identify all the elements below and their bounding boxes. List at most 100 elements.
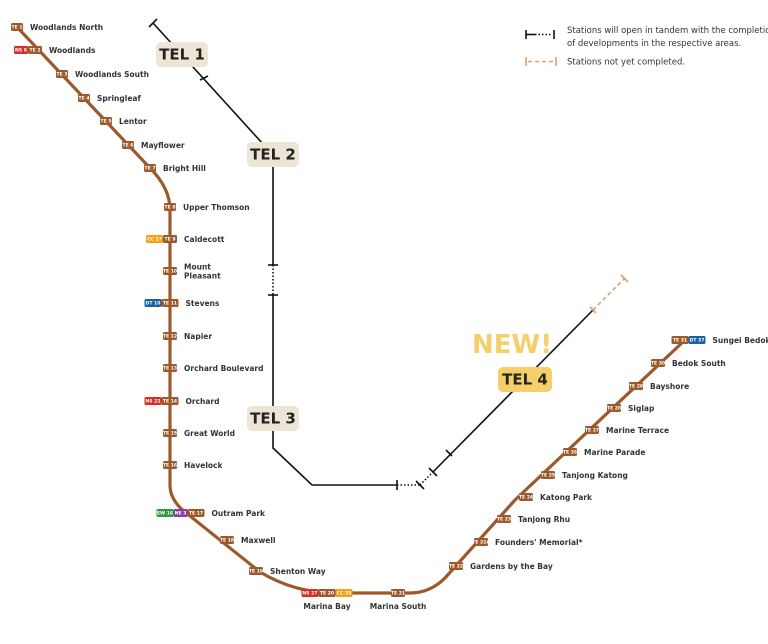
station-name: Tanjong Rhu [518,515,570,524]
station-name: Marine Terrace [606,426,669,435]
station[interactable]: TE 18 Maxwell [220,536,276,545]
station-code: TE 20 [320,591,334,597]
new-label: NEW! [472,330,552,360]
station-code: TE 13 [163,366,177,372]
station-code-pill [651,359,665,367]
tel-route-line [15,25,687,595]
station-code: TE 24 [519,495,533,501]
station[interactable]: TE 4 Springleaf [78,94,141,103]
station-name-line2: Pleasant [184,272,221,281]
station-code-pill [144,397,162,405]
station-code-pill [497,515,511,523]
legend: Stations will open in tandem with the co… [525,26,768,68]
station-code-pill [163,332,177,340]
legend-not-completed: Stations not yet completed. [567,58,685,68]
not-yet-completed-mid-tick [589,306,597,314]
station[interactable]: TE 12 Napier [163,332,212,341]
station-code-pill [301,589,319,597]
station-code-pill [220,536,234,544]
station-code: TE 4 [78,96,89,102]
station-code-pill [163,235,177,243]
station-code: EW 16 [157,511,173,517]
tel4-label: TEL 4 [502,371,548,389]
station[interactable]: TE 27 Marine Terrace [585,426,669,435]
station-code-pill [100,117,112,125]
station-code: TE 15 [163,431,177,437]
station[interactable]: TE 24 Katong Park [519,493,593,502]
station-code: TE 1 [11,25,22,31]
station-name: Woodlands [49,46,96,55]
station-code: TE 22A [472,540,490,546]
station-code-pill [629,382,643,390]
tel3-label: TEL 3 [250,410,296,428]
station-code: NE 3 [175,511,187,517]
station-code: CC 33 [337,591,352,597]
station-code-pill [163,429,177,437]
station-code-pill [161,397,179,405]
station-name: Springleaf [97,94,141,103]
station-code: TE 29 [629,384,643,390]
station-code: TE 10 [163,269,177,275]
station-name: Woodlands South [75,70,149,79]
station-code: TE 27 [585,428,599,434]
station-code-pill [391,589,405,597]
station-code: TE 6 [122,143,133,149]
station-name: Stevens [186,299,220,308]
station-name: Havelock [184,461,223,470]
station-name: Gardens by the Bay [470,562,553,571]
station-code-pill [28,46,42,54]
tel2-label: TEL 2 [250,146,296,164]
station-code-pill [541,471,555,479]
station-name: Upper Thomson [183,203,250,212]
station-name: Sungei Bedok [713,336,768,345]
station-code: TE 9 [164,237,175,243]
station-code-pill [318,589,336,597]
station-name: Siglap [628,404,655,413]
station-name: Katong Park [540,493,593,502]
not-yet-completed-segment [592,277,626,311]
station-code: TE 18 [220,538,234,544]
station-code-pill [11,23,23,31]
station-code: TE 5 [100,119,111,125]
station-code-pill [56,70,68,78]
station-name: Napier [184,332,212,341]
station-code: TE 2 [29,48,40,54]
station-code: TE 12 [163,334,177,340]
station-code-pill [161,299,179,307]
station-code: TE 25 [541,473,555,479]
station-code-pill [163,364,177,372]
station-code-pill [163,267,177,275]
station-code-pill [688,336,706,344]
tel1-badge: TEL 1 [156,42,208,67]
station-name: Maxwell [241,536,276,545]
station-code: TE 30 [651,361,665,367]
